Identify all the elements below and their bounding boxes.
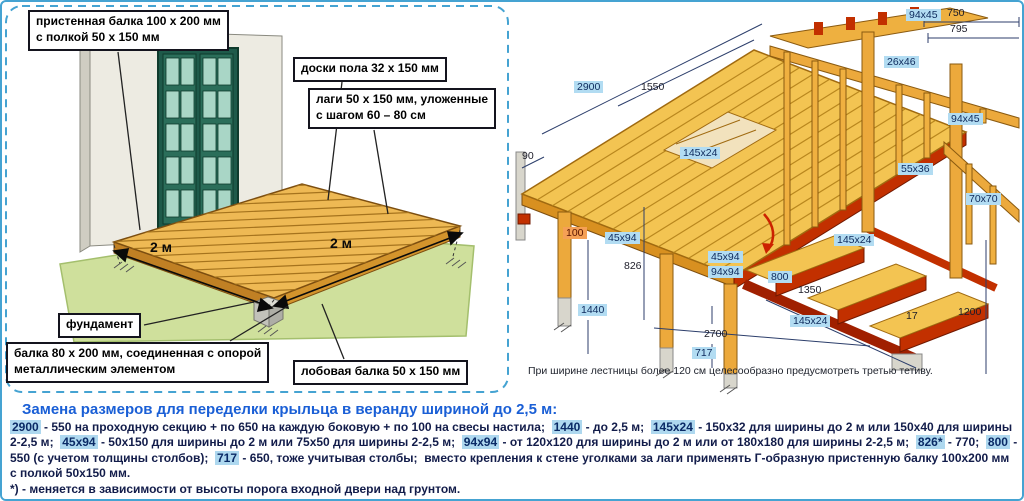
dimension-label: 100: [563, 227, 587, 240]
dimension-token: 2900: [10, 420, 41, 434]
stringer-right: [862, 223, 998, 292]
dimension-label: 1350: [798, 284, 822, 296]
dimension-label: 2700: [704, 328, 728, 340]
footer-footnote: *) - меняется в зависимости от высоты по…: [10, 482, 461, 497]
dimension-label: 800: [768, 271, 792, 284]
dimension-label: 1200: [958, 306, 982, 318]
dimension-label: 94х45: [906, 9, 941, 22]
red-arrowhead: [762, 243, 774, 254]
callout-wall-beam: пристенная балка 100 х 200 мм с полкой 5…: [28, 10, 229, 51]
dimension-label: 145х24: [834, 234, 875, 247]
dimension-token: 800: [985, 435, 1010, 450]
dimension-label: 2 м: [330, 235, 353, 251]
callout-joists: лаги 50 х 150 мм, уложенные с шагом 60 –…: [308, 88, 497, 129]
dimension-label: 145х24: [790, 315, 831, 328]
wall-bracket: [517, 213, 531, 225]
stairs: [744, 235, 990, 371]
footer-text-segment: - 50х150 для ширины до 2 м или 75х50 для…: [97, 435, 462, 450]
dimension-label: 2 м: [150, 239, 173, 255]
wall-edge: [79, 29, 91, 253]
dimension-token: 717: [215, 450, 240, 465]
footer-text-segment: - 770;: [944, 435, 986, 450]
dimension-label: 17: [906, 310, 918, 322]
dimension-token: 1440: [551, 420, 583, 434]
dimension-label: 1440: [578, 304, 608, 317]
dimension-label: 1550: [641, 81, 665, 93]
dimension-label: 2900: [574, 81, 604, 94]
stair-width-note: При ширине лестницы более 120 см целесоо…: [528, 365, 933, 377]
dimension-label: 26х46: [884, 56, 919, 69]
ground-hatches: [113, 257, 467, 337]
dimension-label: 70х70: [966, 193, 1001, 206]
dimension-token: 826*: [915, 435, 945, 450]
porch-ground-hatches: [553, 322, 738, 395]
dimension-arrows: [112, 231, 464, 313]
newel-post: [949, 63, 963, 279]
dimension-token: 94х94: [461, 435, 500, 450]
footer-text-segment: - 550 (с учетом толщины столбов);: [10, 435, 1021, 465]
footer-title: Замена размеров для переделки крыльца в …: [22, 401, 558, 418]
footer-text-segment: - 550 на проходную секцию + по 650 на ка…: [40, 420, 552, 434]
post-footings: [557, 297, 738, 389]
dimension-token: 145х24: [650, 420, 695, 434]
dimension-label: 90: [522, 150, 534, 162]
footer-text-segment: - до 2,5 м;: [582, 420, 651, 434]
dimension-label: 145х24: [680, 147, 721, 160]
callout-floor-boards: доски пола 32 х 150 мм: [293, 57, 447, 82]
support-posts: [557, 211, 738, 377]
drop-lines: [113, 229, 461, 307]
dimension-label: 94х45: [948, 113, 983, 126]
newel-post: [861, 31, 875, 233]
dimension-label: 826: [624, 260, 642, 272]
footer-text-segment: - от 120х120 для ширины до 2 м или от 18…: [499, 435, 916, 450]
door-panes: [165, 57, 232, 218]
callout-foundation: фундамент: [58, 313, 142, 338]
callout-front-beam: лобовая балка 50 х 150 мм: [293, 360, 469, 385]
dimension-label: 94х94: [708, 266, 743, 279]
footer: Замена размеров для переделки крыльца в …: [2, 398, 1022, 499]
dimension-lines: [521, 17, 1020, 374]
dimension-label: 45х94: [605, 232, 640, 245]
dimension-label: 795: [950, 23, 968, 35]
dimension-label: 45х94: [708, 251, 743, 264]
dimension-token: 45х94: [60, 435, 98, 450]
porch-diagram: 750 795 94х45 26х46 2900 1550 94х45 90 1…: [514, 2, 1022, 398]
footer-body: 2900 - 550 на проходную секцию + по 650 …: [10, 420, 1018, 481]
dimension-label: 750: [947, 7, 965, 19]
footer-text-segment: - 150х32 для ширины до 2 м или 150х40 дл…: [10, 420, 1016, 450]
dimension-label: 55х36: [898, 163, 933, 176]
footer-text-segment: - 650, тоже учитывая столбы; вместо креп…: [10, 450, 1013, 481]
deck-diagram: пристенная балка 100 х 200 мм с полкой 5…: [2, 2, 514, 398]
balusters: [783, 51, 987, 246]
porch-illustration: [515, 7, 1020, 395]
dashed-frame: [5, 5, 509, 393]
dimension-label: 717: [692, 347, 716, 360]
callout-support-beam: балка 80 х 200 мм, соединенная с опорой …: [6, 342, 270, 383]
